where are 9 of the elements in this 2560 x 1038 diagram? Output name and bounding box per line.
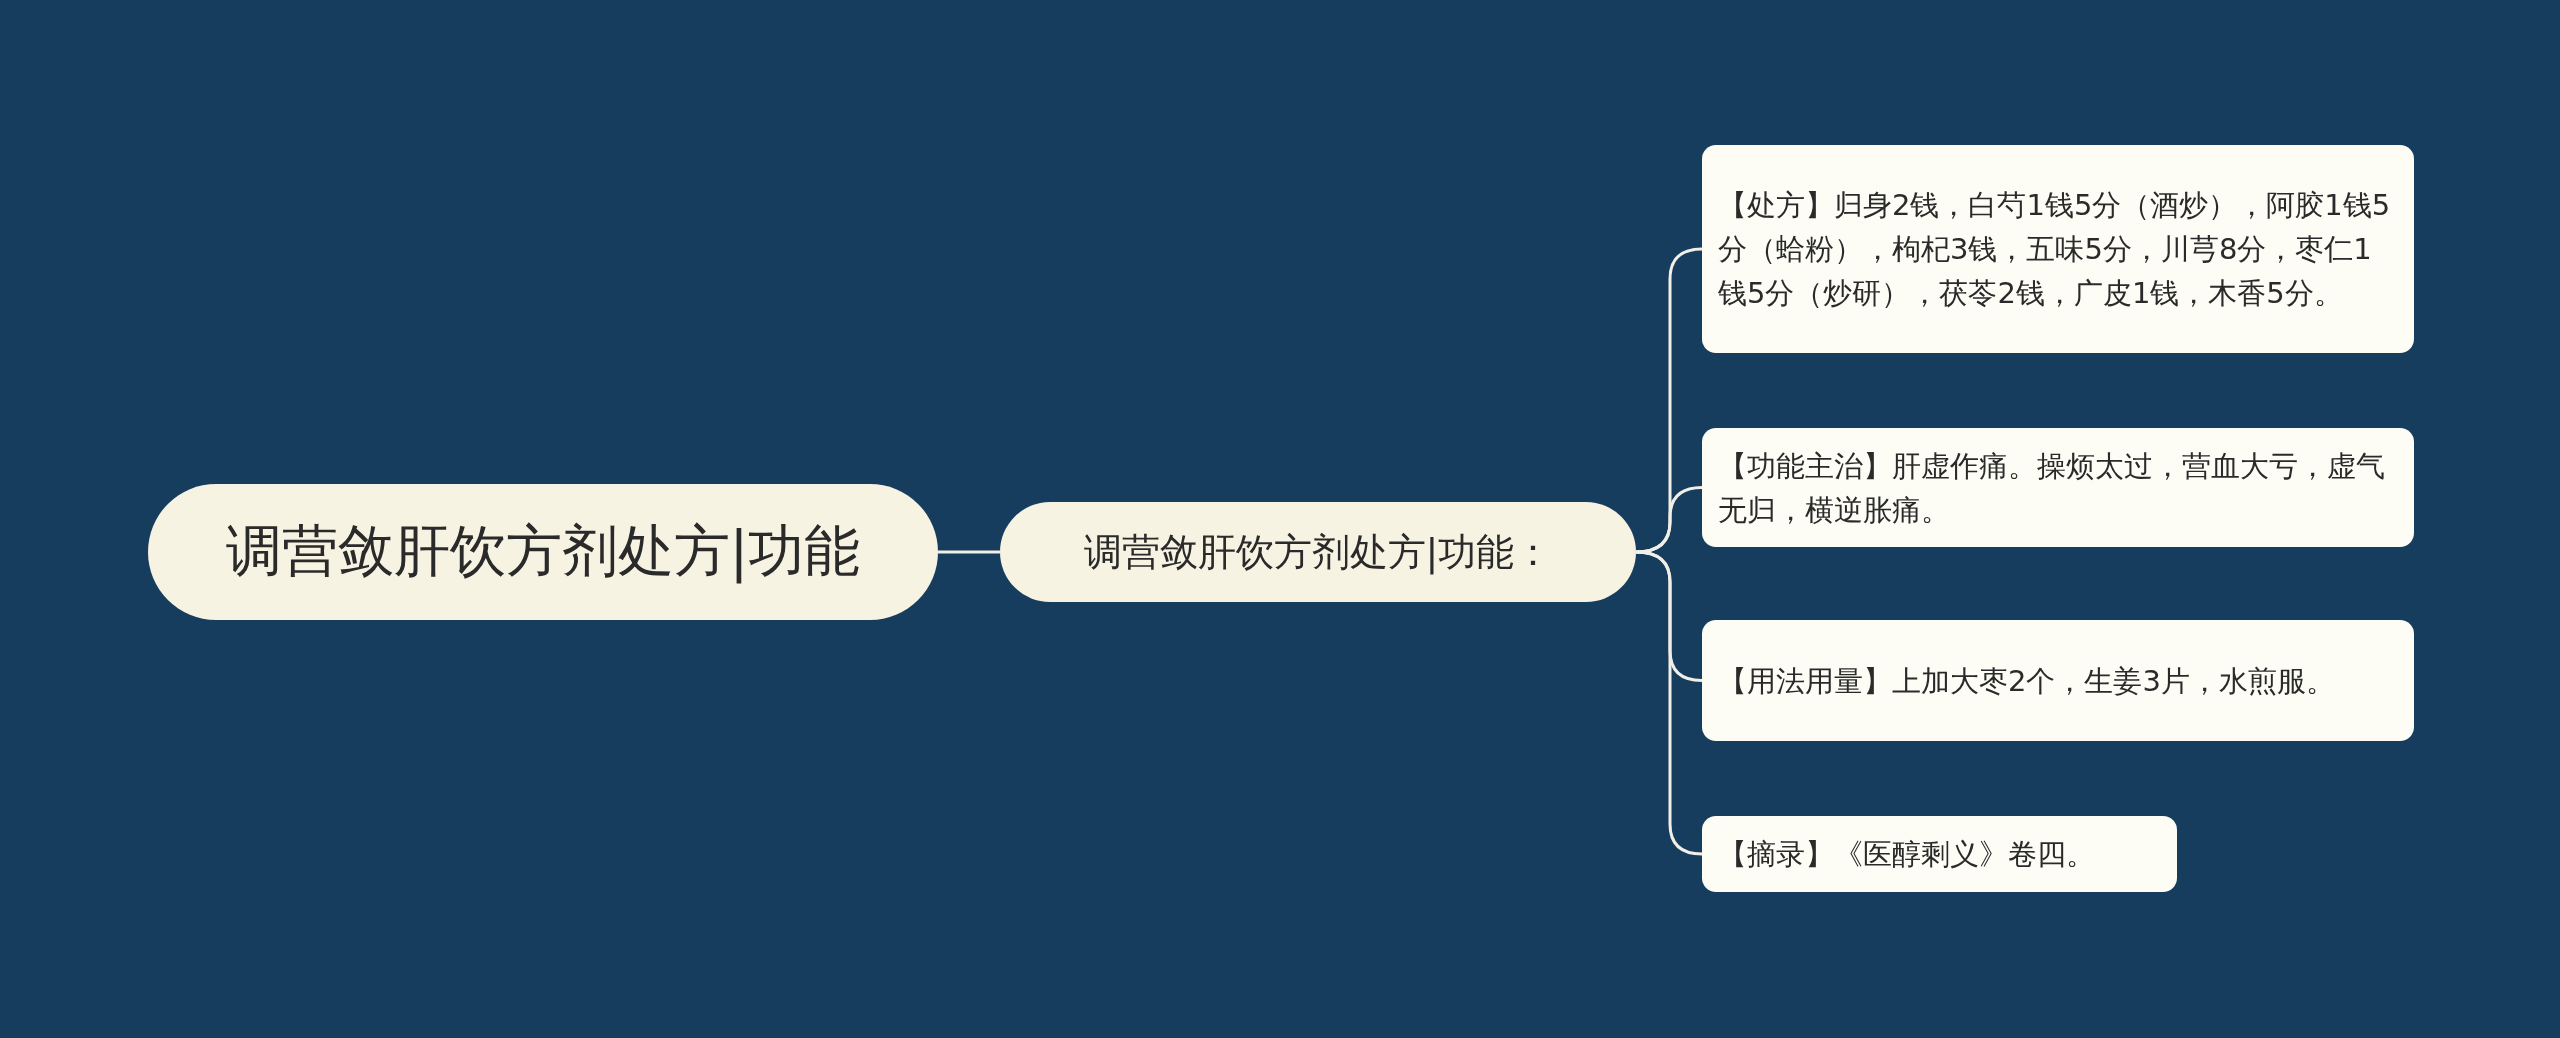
subtopic-box: 【摘录】《医醇剩义》卷四。 [1702,816,2177,892]
subtopic-box: 【功能主治】肝虚作痛。操烦太过，营血大亏，虚气无归，横逆胀痛。 [1702,428,2414,547]
topic-box: 调营敛肝饮方剂处方|功能： [1000,502,1636,602]
connector-line [1635,550,1703,856]
connector-line [938,550,1000,554]
subtopic-box: 【用法用量】上加大枣2个，生姜3片，水煎服。 [1702,620,2414,741]
central-topic: 调营敛肝饮方剂处方|功能 [148,484,938,620]
subtopic-box: 【处方】归身2钱，白芍1钱5分（酒炒），阿胶1钱5分（蛤粉），枸杞3钱，五味5分，川芎8分，枣仁1钱5分（炒研），茯苓2钱，广皮1钱，木香5分。 [1702,145,2414,353]
connector-line [1635,486,1703,554]
